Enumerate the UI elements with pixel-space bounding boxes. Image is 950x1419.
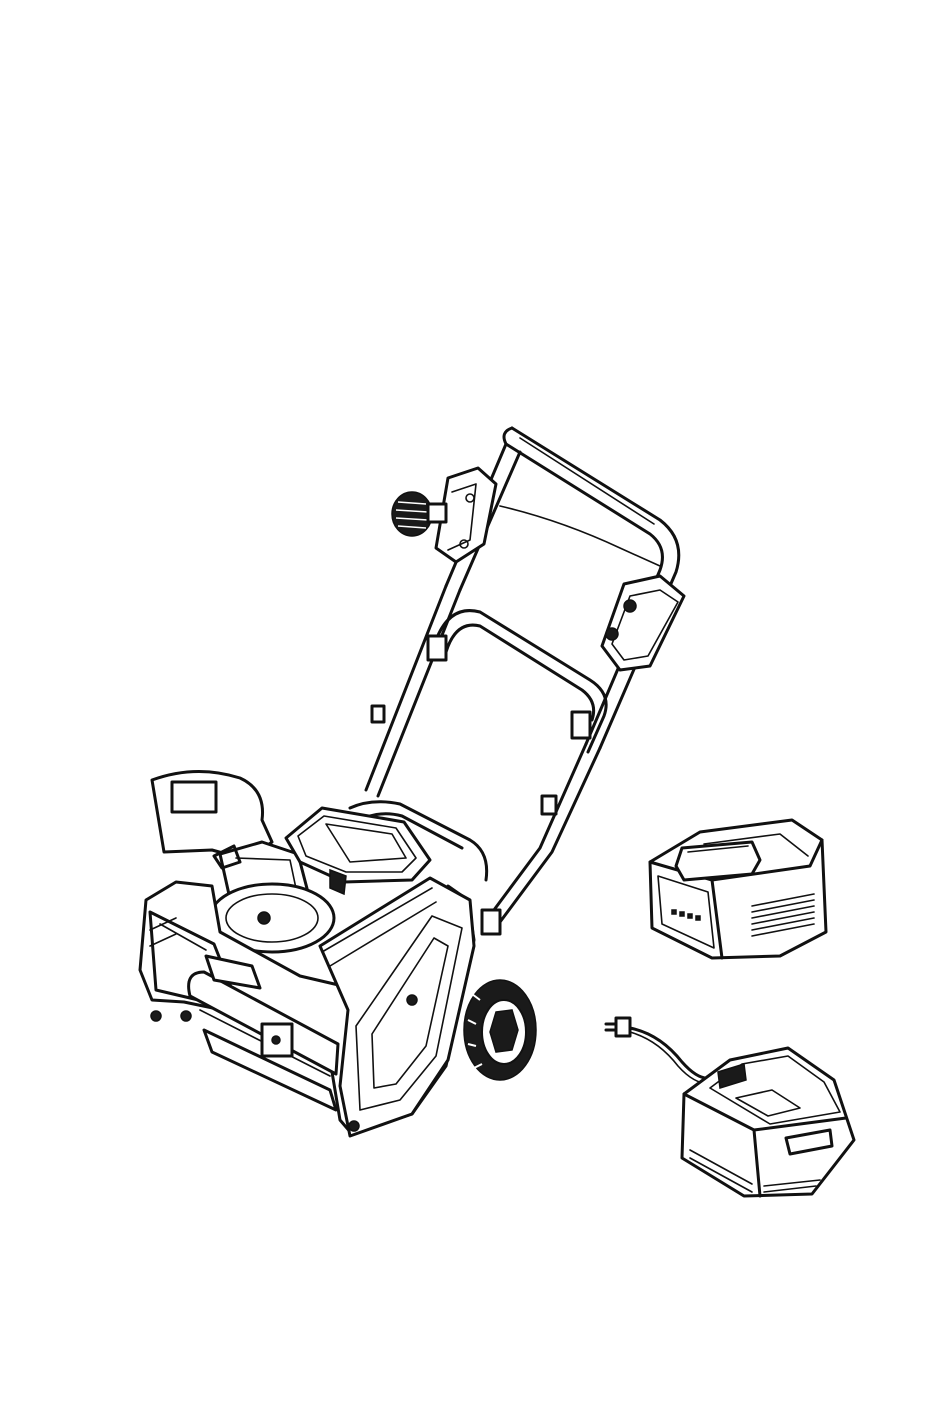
battery-charger — [606, 1018, 854, 1196]
right-switch-box — [602, 576, 684, 670]
wheel — [464, 980, 536, 1080]
left-control-box — [392, 468, 660, 566]
power-plug-icon — [606, 1018, 710, 1084]
battery-pack — [650, 820, 826, 958]
snow-blower — [140, 428, 684, 1136]
handle-brackets — [372, 636, 590, 934]
